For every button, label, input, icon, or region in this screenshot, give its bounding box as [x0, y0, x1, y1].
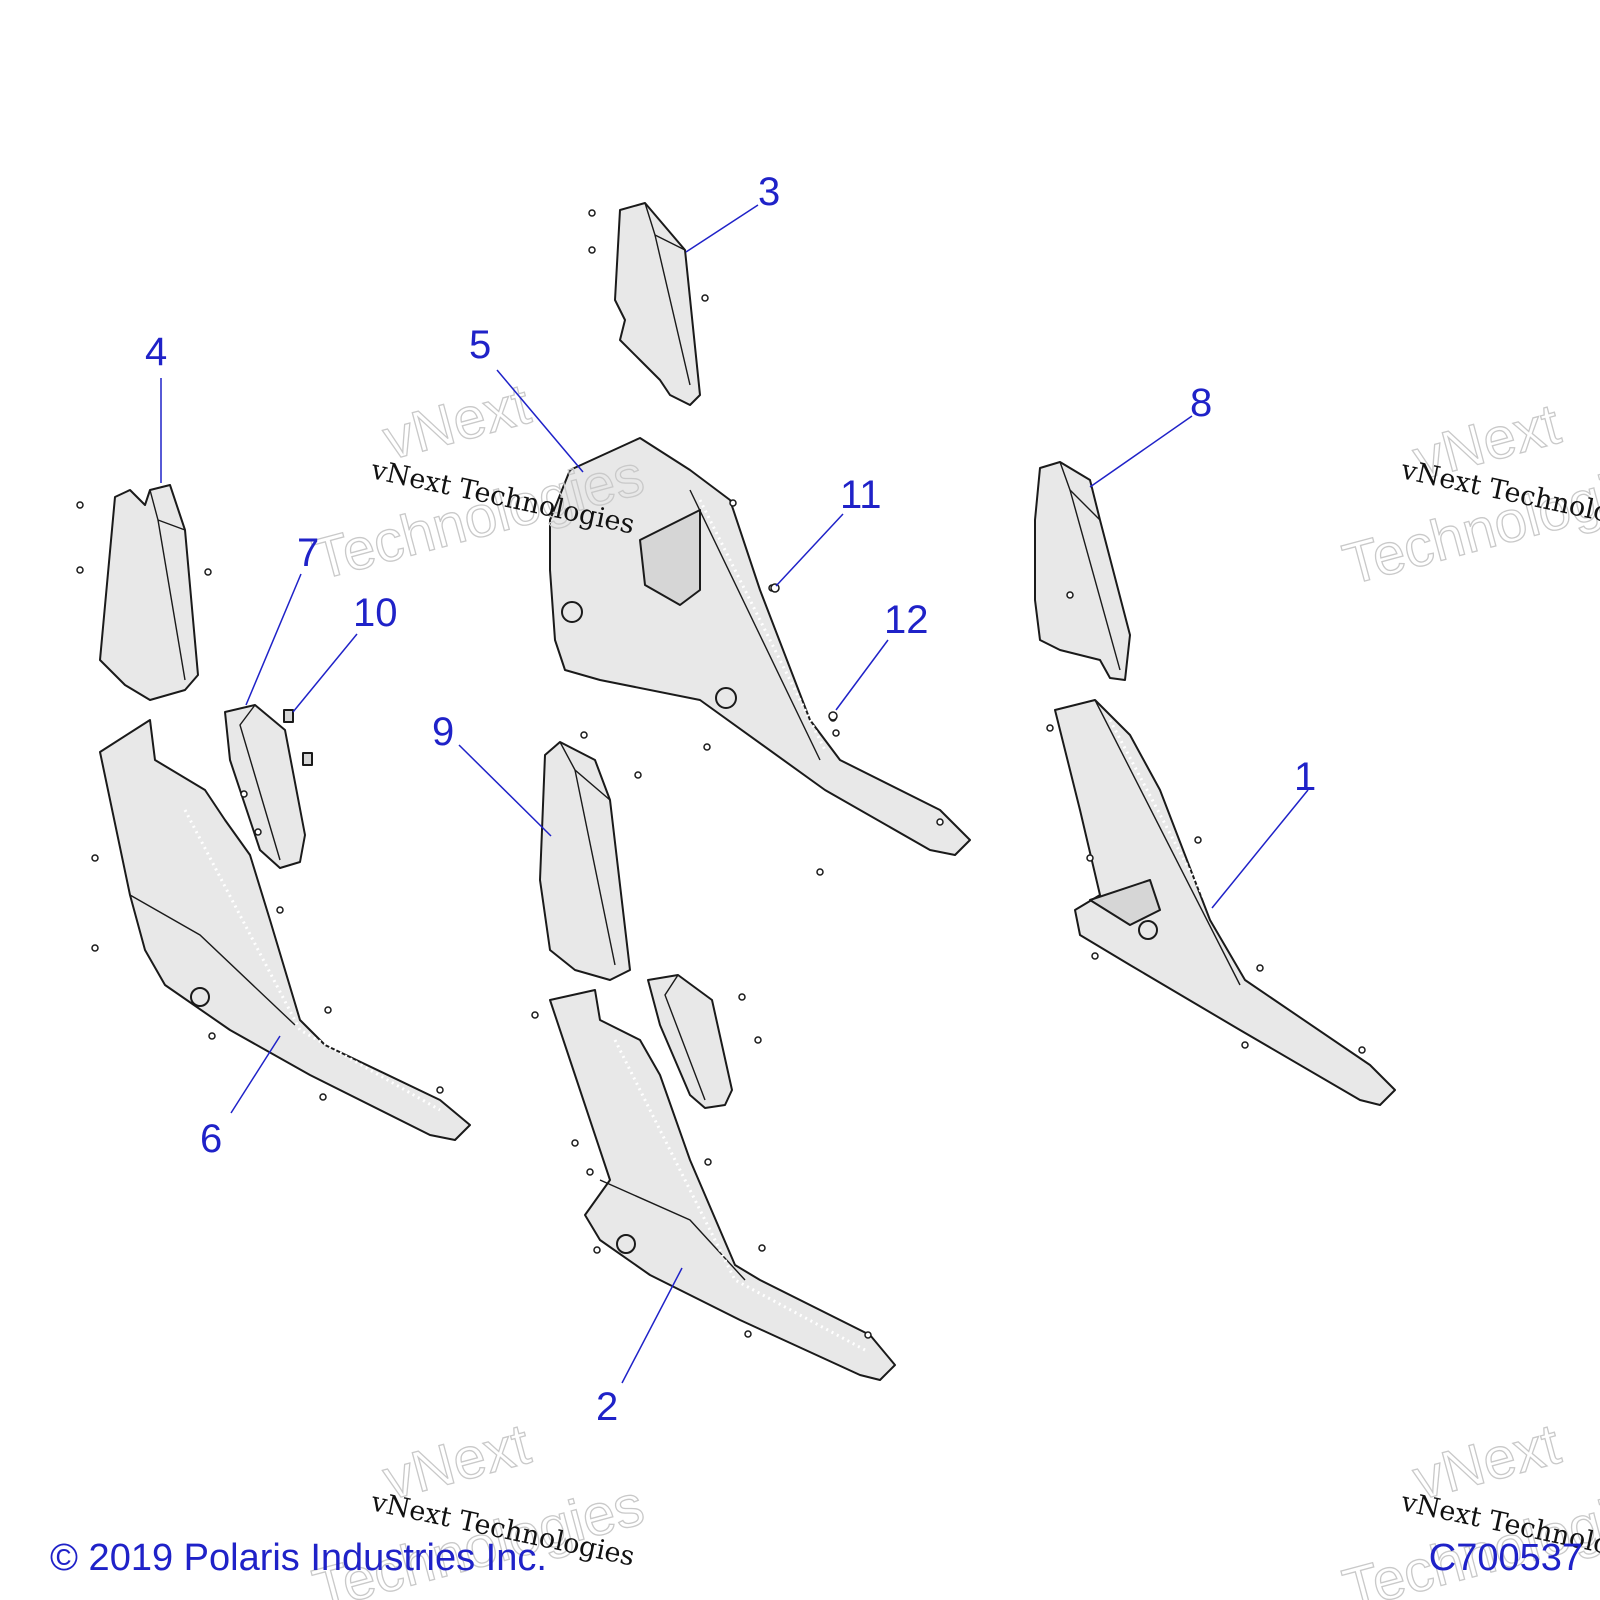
callout-6: 6	[200, 1117, 222, 1161]
callout-9: 9	[432, 710, 454, 754]
callout-8: 8	[1190, 381, 1212, 425]
copyright-text: © 2019 Polaris Industries Inc.	[50, 1537, 547, 1579]
callout-10: 10	[353, 591, 398, 635]
callouts: 1 2 3 4 5 6 7 8 9 10 11 12	[145, 170, 1316, 1429]
callout-4: 4	[145, 330, 167, 374]
part-12-bolt	[828, 711, 840, 737]
callout-5: 5	[469, 323, 491, 367]
part-3-panel	[588, 202, 709, 406]
part-7-block	[224, 704, 306, 869]
part-6-panel	[91, 719, 471, 1141]
figure-id: C700537	[1429, 1537, 1583, 1579]
callout-7: 7	[297, 531, 319, 575]
callout-11: 11	[840, 473, 882, 517]
callout-2: 2	[596, 1385, 618, 1429]
part-4-panel	[76, 484, 212, 701]
leader-lines	[160, 204, 1309, 1384]
watermark-right-top: vNext Technologies vNext Technologies	[1336, 391, 1600, 598]
cushion-block	[647, 974, 762, 1109]
part-11-bolt	[770, 583, 780, 593]
part-5-panel	[549, 437, 971, 876]
part-10-clip	[283, 709, 313, 766]
part-8-panel	[1034, 461, 1131, 681]
watermark-word-vnext: vNext	[377, 371, 537, 472]
part-2-panel	[531, 989, 896, 1381]
part-1-panel	[1046, 699, 1396, 1106]
callout-1: 1	[1294, 755, 1316, 799]
callout-3: 3	[758, 170, 780, 214]
part-9-panel	[539, 731, 642, 981]
callout-12: 12	[884, 598, 929, 642]
